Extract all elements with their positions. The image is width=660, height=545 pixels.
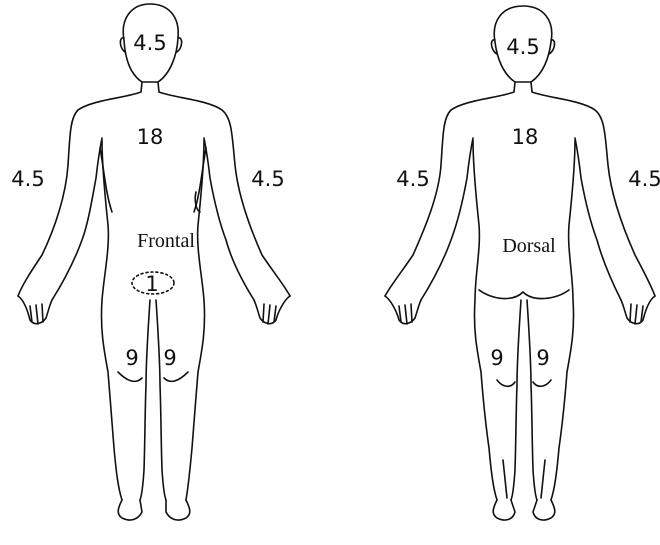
frontal-figure: 4.5 18 4.5 4.5 Frontal 1 9 9 xyxy=(11,4,290,520)
dorsal-left-leg-percent: 9 xyxy=(536,346,549,370)
frontal-right-arm-percent: 4.5 xyxy=(11,167,44,191)
frontal-left-arm-percent: 4.5 xyxy=(251,167,284,191)
dorsal-right-arm-percent: 4.5 xyxy=(396,167,429,191)
frontal-left-leg-percent: 9 xyxy=(163,346,176,370)
frontal-body-outline xyxy=(18,4,290,520)
frontal-trunk-percent: 18 xyxy=(137,125,164,149)
frontal-head-percent: 4.5 xyxy=(133,31,166,55)
frontal-right-leg-percent: 9 xyxy=(125,346,138,370)
dorsal-view-label: Dorsal xyxy=(502,235,556,257)
frontal-genitals-percent: 1 xyxy=(145,272,158,296)
dorsal-figure: 4.5 18 4.5 4.5 Dorsal 9 9 xyxy=(385,6,660,520)
dorsal-left-arm-percent: 4.5 xyxy=(628,167,660,191)
dorsal-trunk-percent: 18 xyxy=(512,125,539,149)
dorsal-body-outline xyxy=(385,6,655,520)
dorsal-right-leg-percent: 9 xyxy=(490,346,503,370)
dorsal-head-percent: 4.5 xyxy=(506,35,539,59)
frontal-view-label: Frontal xyxy=(137,230,195,252)
